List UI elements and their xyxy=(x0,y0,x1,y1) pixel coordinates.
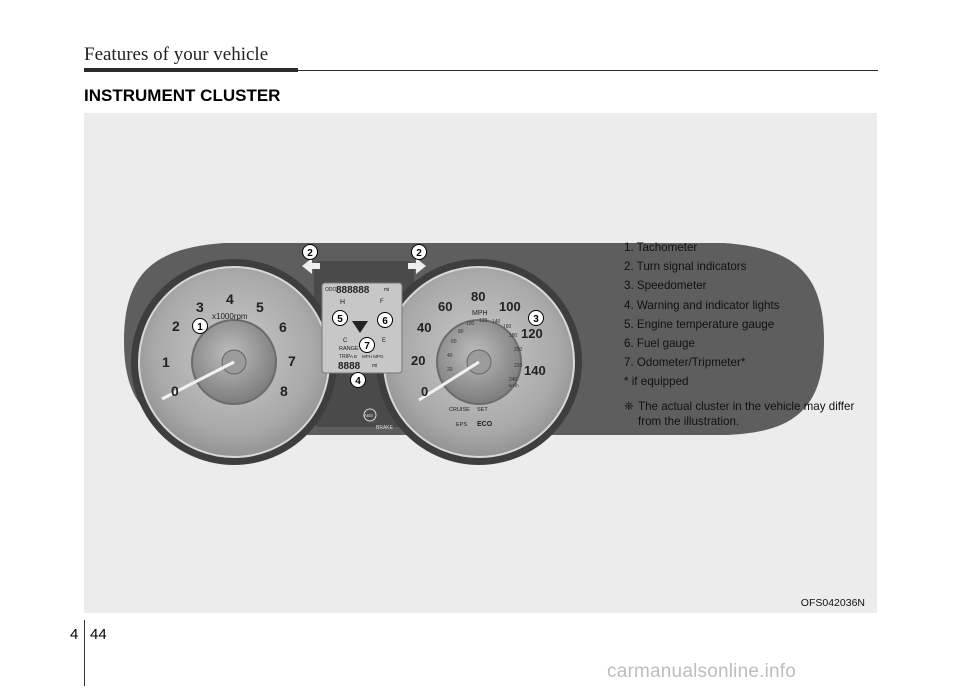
svg-text:ABS: ABS xyxy=(364,413,373,418)
note-mark: ❈ xyxy=(624,399,634,413)
set-label: SET xyxy=(477,407,488,413)
svg-text:RANGE: RANGE xyxy=(339,346,359,352)
legend-note: ❈ The actual cluster in the vehicle may … xyxy=(624,399,860,429)
legend-item: 4. Warning and indicator lights xyxy=(624,298,780,312)
svg-text:H: H xyxy=(340,299,345,306)
svg-text:ODO: ODO xyxy=(325,287,337,293)
tach-num-1: 1 xyxy=(162,354,170,370)
svg-text:40: 40 xyxy=(447,353,453,359)
svg-text:220: 220 xyxy=(514,363,523,369)
speedo-num-60: 60 xyxy=(438,299,452,314)
speedo-num-140: 140 xyxy=(524,363,546,378)
svg-text:8888: 8888 xyxy=(338,361,361,372)
svg-text:mi: mi xyxy=(372,363,377,369)
section-title: INSTRUMENT CLUSTER xyxy=(84,86,281,105)
cruise-label: CRUISE xyxy=(449,407,470,413)
svg-text:80: 80 xyxy=(458,329,464,335)
footer-rule xyxy=(84,620,85,686)
speedo-numbers: 0 20 40 60 80 100 120 140 xyxy=(411,289,546,399)
speedo-unit: MPH xyxy=(472,310,488,317)
speedo-num-80: 80 xyxy=(471,289,485,304)
tachometer-gauge: 0 1 2 3 4 5 6 7 8 x1000rpm xyxy=(131,259,337,465)
svg-text:3: 3 xyxy=(533,314,539,325)
callouts: 1 2 2 3 4 5 6 7 xyxy=(192,244,544,388)
center-lcd: ODO 888888 mi H F C E RANGE TRIP A B MPH… xyxy=(321,282,403,374)
legend-item: * if equipped xyxy=(624,375,689,389)
tach-num-0: 0 xyxy=(171,383,179,399)
svg-text:TRIP: TRIP xyxy=(339,354,351,360)
svg-text:A B: A B xyxy=(350,354,357,359)
speedo-num-0: 0 xyxy=(421,384,428,399)
speedo-inner-numbers: 20 40 60 80 100 120 140 160 180 200 220 … xyxy=(447,318,523,383)
legend-list: 1. Tachometer 2. Turn signal indicators … xyxy=(624,238,860,429)
tach-numbers: 0 1 2 3 4 5 6 7 8 xyxy=(162,291,296,399)
abs-light xyxy=(363,408,377,422)
legend-item: 3. Speedometer xyxy=(624,279,707,293)
speedo-num-120: 120 xyxy=(521,326,543,341)
turn-right-arrow-icon xyxy=(408,258,426,274)
note-text: The actual cluster in the vehicle may di… xyxy=(638,399,855,428)
turn-left-arrow-icon xyxy=(302,258,320,274)
indicator-row: BRAKE ABS xyxy=(363,408,394,431)
eco-label: ECO xyxy=(477,421,493,428)
legend-item: 2. Turn signal indicators xyxy=(624,260,747,274)
svg-text:160: 160 xyxy=(503,324,512,330)
tach-num-2: 2 xyxy=(172,318,180,334)
legend-item: 7. Odometer/Tripmeter* xyxy=(624,356,746,370)
svg-text:20: 20 xyxy=(447,367,453,373)
svg-text:4: 4 xyxy=(355,376,361,387)
header-rule-thick xyxy=(84,68,298,72)
figure-panel: 0 1 2 3 4 5 6 7 8 x1000rpm 0 20 40 xyxy=(84,113,877,613)
tach-needle xyxy=(161,360,235,401)
svg-text:E: E xyxy=(382,338,386,344)
tach-num-4: 4 xyxy=(226,291,234,307)
speedo-needle xyxy=(418,360,480,402)
tach-num-6: 6 xyxy=(279,319,287,335)
speedo-num-100: 100 xyxy=(499,299,521,314)
svg-text:MPH MPG: MPH MPG xyxy=(362,354,384,359)
legend-item: 1. Tachometer xyxy=(624,241,698,254)
legend-item: 5. Engine temperature gauge xyxy=(624,317,775,331)
eps-label: EPS xyxy=(456,422,467,428)
figure-code: OFS042036N xyxy=(800,597,865,609)
speedo-inner-unit: km/h xyxy=(509,383,519,388)
svg-text:60: 60 xyxy=(451,339,457,345)
tach-num-8: 8 xyxy=(280,383,288,399)
svg-text:200: 200 xyxy=(514,347,523,353)
chapter-number: 4 xyxy=(70,626,79,643)
header-rule-thin xyxy=(298,70,878,71)
svg-text:mi: mi xyxy=(384,287,389,293)
page-number: 44 xyxy=(90,626,107,643)
svg-text:5: 5 xyxy=(337,314,343,325)
lcd-warning-triangle xyxy=(352,321,368,333)
svg-text:120: 120 xyxy=(479,318,488,324)
tach-num-5: 5 xyxy=(256,299,264,315)
svg-text:240: 240 xyxy=(509,377,518,383)
tach-num-7: 7 xyxy=(288,353,296,369)
svg-text:140: 140 xyxy=(492,319,501,325)
svg-text:888888: 888888 xyxy=(336,285,370,296)
speedometer-gauge: 0 20 40 60 80 100 120 140 MPH 20 40 60 8… xyxy=(376,259,582,465)
svg-text:6: 6 xyxy=(382,316,388,327)
watermark: carmanualsonline.info xyxy=(607,661,797,682)
svg-text:1: 1 xyxy=(197,322,203,333)
svg-text:F: F xyxy=(380,299,384,305)
speedo-num-40: 40 xyxy=(417,320,431,335)
header-title: Features of your vehicle xyxy=(84,44,269,65)
svg-text:180: 180 xyxy=(509,333,518,339)
svg-text:C: C xyxy=(343,338,348,344)
tach-num-3: 3 xyxy=(196,299,204,315)
svg-text:7: 7 xyxy=(364,341,370,352)
legend-item: 6. Fuel gauge xyxy=(624,337,695,351)
cluster-illustration: 0 1 2 3 4 5 6 7 8 x1000rpm 0 20 40 xyxy=(124,243,824,465)
speedo-num-20: 20 xyxy=(411,353,425,368)
tach-unit: x1000rpm xyxy=(212,312,248,321)
brake-label: BRAKE xyxy=(376,425,394,431)
svg-text:2: 2 xyxy=(307,248,313,259)
svg-text:2: 2 xyxy=(416,248,422,259)
svg-text:100: 100 xyxy=(466,321,475,327)
